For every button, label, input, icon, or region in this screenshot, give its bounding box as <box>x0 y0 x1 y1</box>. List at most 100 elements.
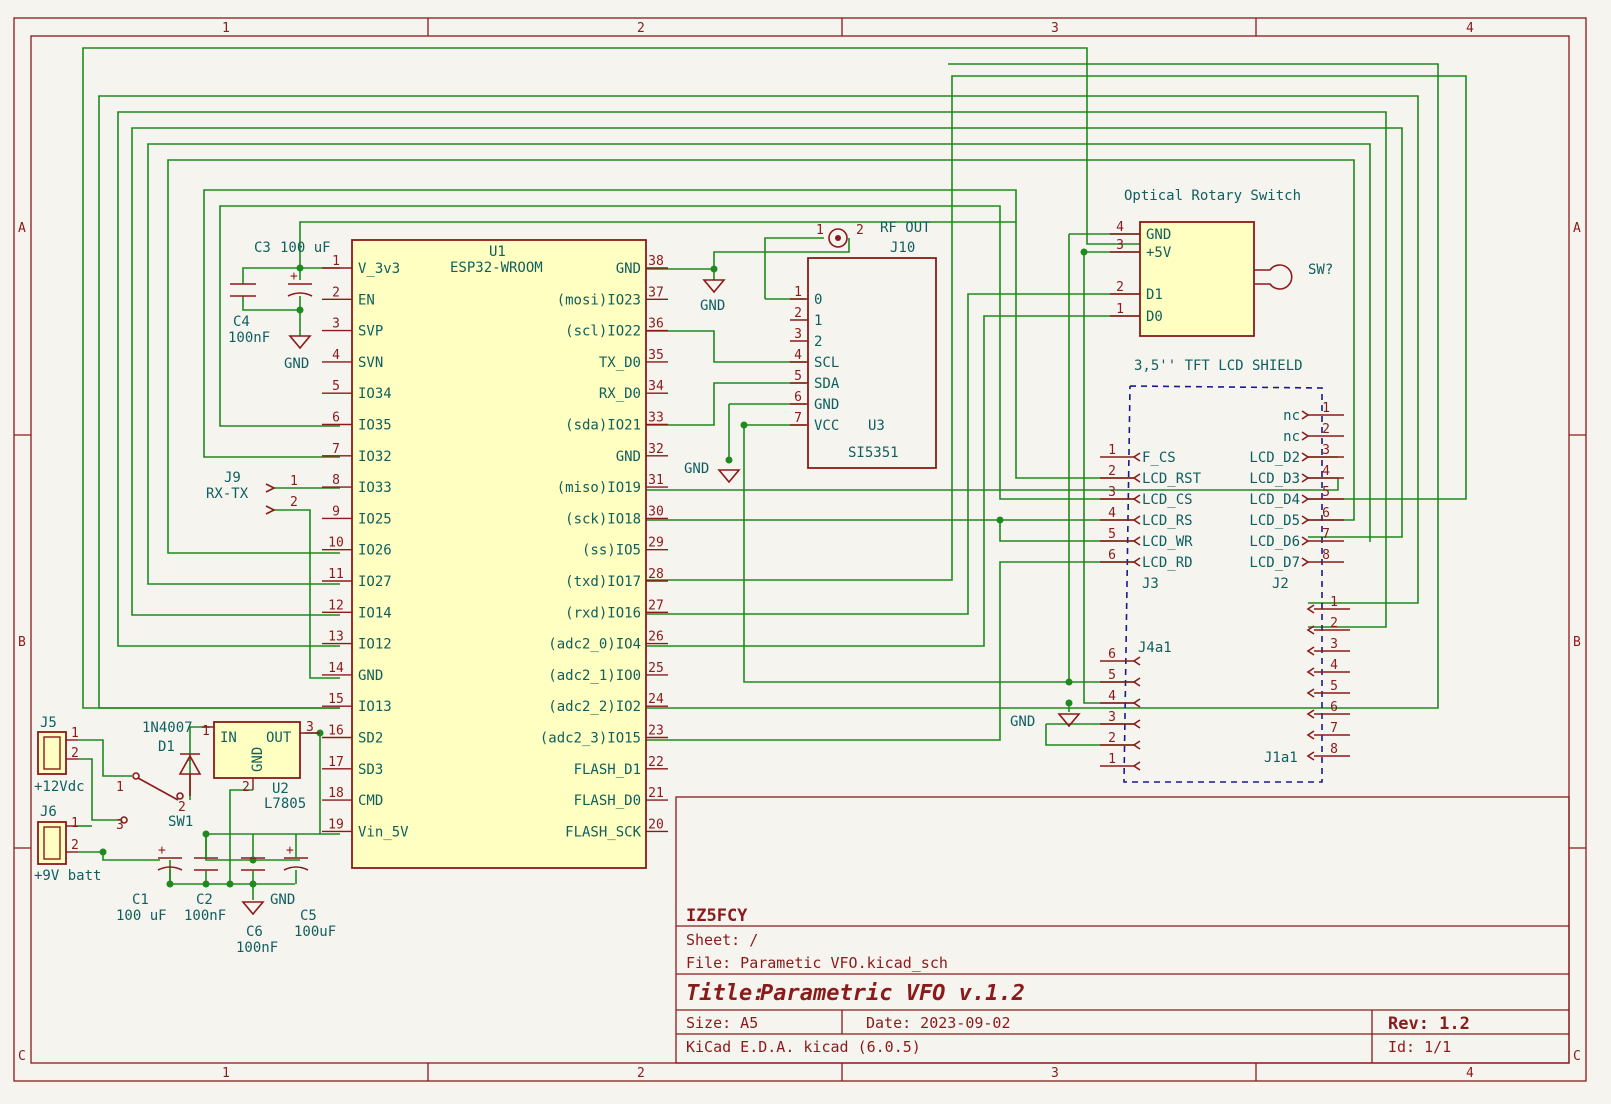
j2-pin-name: LCD_D7 <box>1249 555 1300 571</box>
j4-pin-number: 2 <box>1108 731 1116 746</box>
rotary-pin-name: D0 <box>1146 309 1163 325</box>
j3-pin-number: 1 <box>1108 443 1116 458</box>
j3-pin-name: F_CS <box>1142 450 1176 466</box>
c4-capacitor[interactable]: C4 100nF <box>228 283 270 346</box>
j3-pin-name: LCD_WR <box>1142 534 1193 550</box>
c5-capacitor[interactable]: + C5 100uF <box>283 834 336 940</box>
j10-value: RF OUT <box>880 220 931 236</box>
rotary-title: Optical Rotary Switch <box>1124 188 1301 204</box>
u1-pin-number: 24 <box>648 692 664 707</box>
j2-pin-name: LCD_D4 <box>1249 492 1300 508</box>
j2-ref: J2 <box>1272 576 1289 592</box>
zone-row-c: C <box>18 1049 26 1064</box>
u1-pin-number: 36 <box>648 317 664 332</box>
gnd-label-u3: GND <box>684 461 709 477</box>
j2-pin-number: 5 <box>1322 485 1330 500</box>
j10-rf-out[interactable]: 1 2 RF OUT J10 <box>816 220 931 256</box>
rotary-ref: SW? <box>1308 262 1333 278</box>
j5-connector[interactable]: 1 2 J5 +12Vdc <box>34 715 85 795</box>
u1-pin-number: 10 <box>328 536 344 551</box>
c6-capacitor[interactable]: C6 100nF <box>236 834 278 956</box>
c6-value: 100nF <box>236 940 278 956</box>
j6-ref: J6 <box>40 804 57 820</box>
u1-pin-name: IO12 <box>358 637 392 653</box>
zone-labels: 1 2 3 4 1 2 3 4 A B C A B C <box>18 21 1581 1081</box>
u1-pin-number: 5 <box>332 379 340 394</box>
zone-col-1: 1 <box>222 21 230 36</box>
j2-pin-number: 7 <box>1322 527 1330 542</box>
zone-col-1: 1 <box>222 1066 230 1081</box>
u1-pin-number: 7 <box>332 442 340 457</box>
j1-pin-number: 3 <box>1330 637 1338 652</box>
j10-pin1: 1 <box>816 223 824 238</box>
u3-pin-number: 5 <box>794 369 802 384</box>
u1-pin-number: 18 <box>328 786 344 801</box>
u1-pin-number: 21 <box>648 786 664 801</box>
u1-pin-name: (txd)IO17 <box>565 574 641 590</box>
lcd-title: 3,5'' TFT LCD SHIELD <box>1134 358 1303 374</box>
j3-pin-number: 5 <box>1108 527 1116 542</box>
u1-pin-name: (miso)IO19 <box>557 480 641 496</box>
zone-col-4: 4 <box>1466 21 1474 36</box>
c2-capacitor[interactable]: C2 100nF <box>184 834 226 924</box>
u1-pin-name: (rxd)IO16 <box>565 605 641 621</box>
j9-connector[interactable]: 1 2 J9 RX-TX <box>206 470 298 515</box>
u1-pin-name: SVN <box>358 355 383 371</box>
zone-row-a: A <box>18 221 26 236</box>
u1-pin-number: 15 <box>328 692 344 707</box>
u1-pin-number: 14 <box>328 661 344 676</box>
sw1-pin1: 1 <box>116 780 124 795</box>
u1-pin-name: IO27 <box>358 574 392 590</box>
u2-regulator[interactable]: IN OUT GND 1 2 3 U2 L7805 <box>202 720 320 812</box>
u1-pin-name: SD3 <box>358 762 383 778</box>
u1-pin-name: IO35 <box>358 418 392 434</box>
u3-pin-number: 3 <box>794 327 802 342</box>
u1-pin-number: 22 <box>648 755 664 770</box>
title-tool: KiCad E.D.A. kicad (6.0.5) <box>686 1038 921 1056</box>
u1-pin-name: GND <box>358 668 383 684</box>
title-text: Parametric VFO v.1.2 <box>760 981 1025 1006</box>
j3-pin-name: LCD_RST <box>1142 471 1202 487</box>
gnd-label-power: GND <box>270 892 295 908</box>
j3-pin-number: 3 <box>1108 485 1116 500</box>
u1-pin-number: 31 <box>648 473 664 488</box>
c1-ref: C1 <box>132 892 149 908</box>
c2-ref: C2 <box>196 892 213 908</box>
zone-row-b: B <box>18 635 26 650</box>
j10-ref: J10 <box>890 240 915 256</box>
u2-ref: U2 <box>272 781 289 797</box>
c3-capacitor[interactable]: + C3 100 uF <box>254 240 331 297</box>
title-date: Date: 2023-09-02 <box>866 1014 1011 1032</box>
j2-pin-number: 6 <box>1322 506 1330 521</box>
sw1-switch[interactable]: 1 2 3 SW1 <box>116 772 193 833</box>
u3-pin-name: SCL <box>814 355 839 371</box>
svg-text:+: + <box>286 843 294 858</box>
c1-capacitor[interactable]: + C1 100 uF <box>116 843 183 924</box>
u2-in: IN <box>220 730 237 746</box>
u3-pin-name: 2 <box>814 334 822 350</box>
u3-pin-number: 1 <box>794 285 802 300</box>
zone-row-a: A <box>1573 221 1581 236</box>
j6-connector[interactable]: 1 2 J6 +9V batt <box>34 804 101 884</box>
u1-pin-number: 26 <box>648 630 664 645</box>
u1-pin-number: 16 <box>328 724 344 739</box>
j2-pin-number: 1 <box>1322 401 1330 416</box>
u1-pin-name: TX_D0 <box>599 355 641 371</box>
u3-pin-name: SDA <box>814 376 840 392</box>
j5-pin2: 2 <box>71 746 79 761</box>
gnd-label-c3: GND <box>284 356 309 372</box>
u1-pin-name: (mosi)IO23 <box>557 292 641 308</box>
title-sheet: Sheet: / <box>686 931 758 949</box>
rotary-pin-number: 1 <box>1116 302 1124 317</box>
j4-pin-number: 3 <box>1108 710 1116 725</box>
d1-diode[interactable]: D1 1N4007 <box>142 720 202 796</box>
c2-value: 100nF <box>184 908 226 924</box>
u1-pin-number: 19 <box>328 817 344 832</box>
